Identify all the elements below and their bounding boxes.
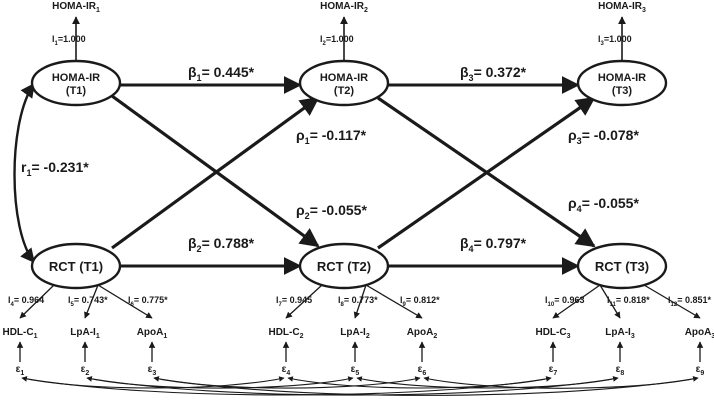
- bottom-indicator-label: ApoA3: [685, 327, 714, 340]
- homa-node-time: (T3): [612, 85, 633, 97]
- bottom-loading-label: l8= 0.773*: [338, 295, 378, 308]
- bottom-indicator-label: ApoA2: [407, 327, 438, 340]
- homa-node-time: (T1): [66, 85, 87, 97]
- error-term-label: ε9: [696, 364, 705, 377]
- measurement-arrow: [552, 284, 601, 319]
- top-indicator-label: HOMA-IR1: [52, 1, 100, 14]
- bottom-loading-label: l7= 0.945: [276, 295, 312, 308]
- error-term-label: ε3: [148, 364, 157, 377]
- bottom-loading-label: l12= 0.851*: [668, 295, 711, 308]
- rct-node: [576, 242, 668, 290]
- bottom-indicator-label: LpA-I1: [70, 327, 100, 340]
- rct-node-label: RCT (T2): [317, 259, 371, 274]
- measurement-arrow: [285, 284, 323, 319]
- beta-coefficient: β2= 0.788*: [188, 235, 255, 254]
- homa-node-label: HOMA-IR: [52, 72, 100, 84]
- error-term-label: ε1: [16, 364, 25, 377]
- path-rct-t1-homa-t2: [111, 96, 320, 250]
- measurement-arrow: [353, 284, 367, 319]
- top-loading-label: l2=1.000: [320, 34, 354, 47]
- path-homa-t1-rct-t2: [111, 94, 320, 248]
- top-loading-label: l1=1.000: [52, 34, 86, 47]
- rho-coefficient: ρ1= -0.117*: [296, 127, 367, 146]
- measurement-arrow: [97, 284, 153, 319]
- beta-coefficient: β3= 0.372*: [460, 64, 527, 83]
- coefficient-labels: β1= 0.445* β2= 0.788* β3= 0.372* β4= 0.797*…: [21, 64, 639, 254]
- error-term-label: ε4: [282, 364, 291, 377]
- homa-ir-node: [30, 59, 122, 107]
- bottom-indicator-label: LpA-I2: [340, 327, 370, 340]
- homa-ir-node: [576, 59, 668, 107]
- bottom-loading-label: l4= 0.964: [8, 295, 44, 308]
- bottom-loading-label: l9= 0.812*: [400, 295, 440, 308]
- bottom-indicator-label: HDL-C2: [268, 327, 303, 340]
- path-arrows: [13, 16, 704, 396]
- bottom-indicator-label: ApoA1: [137, 327, 168, 340]
- rct-node: [298, 242, 390, 290]
- beta-coefficient: β1= 0.445*: [188, 64, 255, 83]
- measurement-arrow: [19, 284, 55, 319]
- residual-covariance-arc: [153, 376, 699, 396]
- rct-node-label: RCT (T3): [595, 259, 649, 274]
- bottom-indicator-label: LpA-I3: [605, 327, 635, 340]
- latent-nodes: HOMA-IR(T1)HOMA-IR(T2)HOMA-IR(T3)RCT (T1…: [30, 59, 668, 290]
- bottom-loading-label: l10= 0.963: [545, 295, 584, 308]
- indicator-labels: HOMA-IR1 HOMA-IR2 HOMA-IR3 l1=1.000 l2=1.000…: [2, 1, 714, 377]
- homa-node-time: (T2): [334, 85, 355, 97]
- bottom-indicator-label: HDL-C1: [2, 327, 37, 340]
- bottom-loading-label: l6= 0.775*: [128, 295, 168, 308]
- homa-ir-node: [298, 59, 390, 107]
- rho-coefficient: ρ3= -0.078*: [568, 127, 639, 146]
- residual-covariance-arc: [287, 376, 552, 389]
- rho-coefficient: ρ4= -0.055*: [568, 195, 639, 214]
- error-term-label: ε5: [351, 364, 360, 377]
- top-indicator-label: HOMA-IR3: [598, 1, 646, 14]
- measurement-arrow: [643, 284, 701, 319]
- measurement-arrow: [599, 284, 621, 319]
- residual-covariance-arc: [86, 376, 619, 396]
- path-rct-t2-homa-t3: [377, 96, 596, 250]
- beta-coefficient: β4= 0.797*: [460, 235, 527, 254]
- error-term-label: ε6: [418, 364, 427, 377]
- correlation-r1-label: r1= -0.231*: [21, 159, 89, 178]
- rho-coefficient: ρ2= -0.055*: [296, 202, 367, 221]
- correlation-r1-curve: [13, 82, 35, 264]
- bottom-loading-label: l5= 0.743*: [68, 295, 108, 308]
- error-term-label: ε8: [616, 364, 625, 377]
- error-term-label: ε7: [549, 364, 558, 377]
- top-indicator-label: HOMA-IR2: [320, 1, 368, 14]
- homa-node-label: HOMA-IR: [320, 72, 368, 84]
- measurement-arrow: [84, 284, 99, 319]
- rct-node: [30, 242, 122, 290]
- homa-node-label: HOMA-IR: [598, 72, 646, 84]
- measurement-arrow: [365, 284, 423, 319]
- rct-node-label: RCT (T1): [49, 259, 103, 274]
- bottom-indicator-label: HDL-C3: [535, 327, 570, 340]
- bottom-loading-label: l11= 0.818*: [607, 295, 650, 308]
- top-loading-label: l3=1.000: [598, 34, 632, 47]
- error-term-label: ε2: [81, 364, 90, 377]
